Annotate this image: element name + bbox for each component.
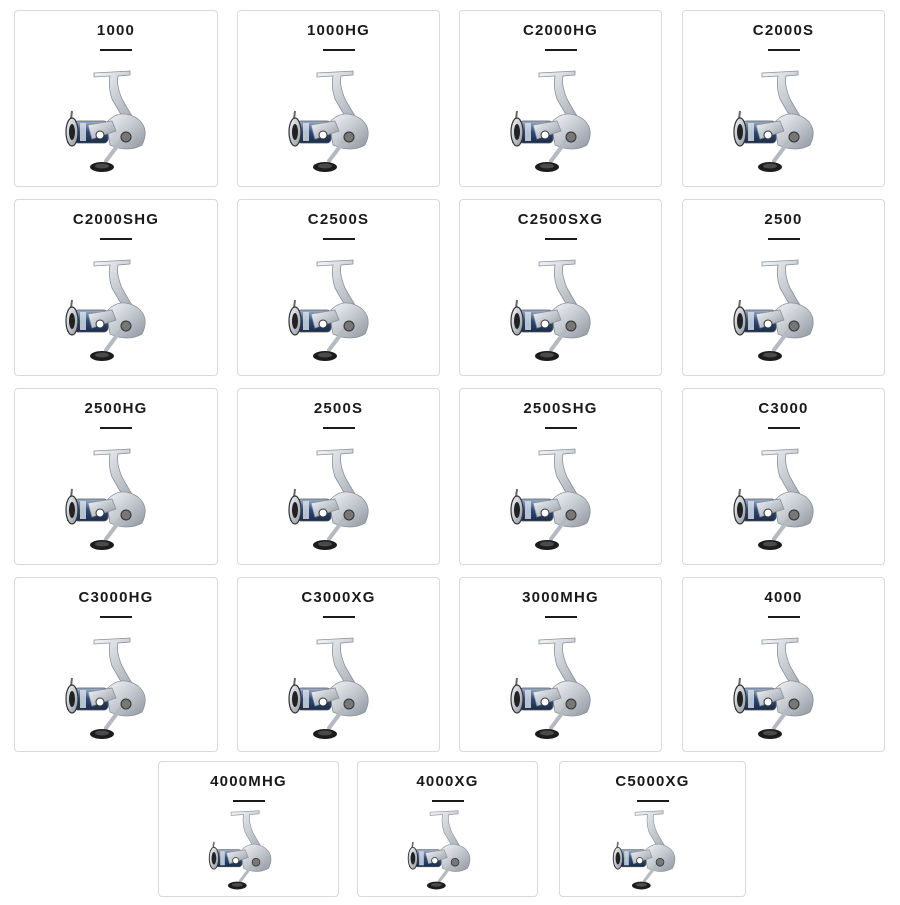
- spinning-reel-icon: [58, 65, 178, 185]
- model-card-2500s[interactable]: 2500S: [237, 388, 440, 565]
- title-underline: [322, 238, 355, 240]
- model-name: C2000S: [752, 22, 815, 39]
- model-card-3000mhg[interactable]: 3000MHG: [459, 577, 662, 752]
- spinning-reel-icon: [281, 254, 401, 374]
- model-card-4000mhg[interactable]: 4000MHG: [158, 761, 339, 897]
- model-name: 1000HG: [306, 22, 371, 39]
- spinning-reel-icon: [503, 254, 623, 374]
- model-name: 4000MHG: [210, 773, 287, 790]
- spinning-reel-icon: [58, 443, 178, 563]
- spinning-reel-icon: [726, 443, 846, 563]
- title-underline: [100, 49, 132, 51]
- title-underline: [232, 800, 265, 802]
- spinning-reel-icon: [503, 632, 623, 752]
- spinning-reel-icon: [58, 632, 178, 752]
- spinning-reel-icon: [281, 65, 401, 185]
- model-card-c3000hg[interactable]: C3000HG: [14, 577, 218, 752]
- model-card-c2500s[interactable]: C2500S: [237, 199, 440, 376]
- model-name: C2500S: [307, 211, 370, 228]
- title-underline: [544, 49, 577, 51]
- spinning-reel-icon: [503, 443, 623, 563]
- model-name: C3000HG: [78, 589, 154, 606]
- model-card-c5000xg[interactable]: C5000XG: [559, 761, 746, 897]
- model-name: 2500HG: [84, 400, 148, 417]
- title-underline: [544, 427, 577, 429]
- title-underline: [767, 49, 800, 51]
- spinning-reel-icon: [402, 806, 496, 900]
- model-name: 2500S: [313, 400, 364, 417]
- model-name: 4000XG: [416, 773, 479, 790]
- model-name: C2000HG: [522, 22, 599, 39]
- spinning-reel-icon: [607, 806, 701, 900]
- title-underline: [322, 427, 355, 429]
- spinning-reel-icon: [503, 65, 623, 185]
- model-card-c2000shg[interactable]: C2000SHG: [14, 199, 218, 376]
- model-name: C2500SXG: [517, 211, 604, 228]
- model-name: 4000: [764, 589, 803, 606]
- title-underline: [322, 616, 355, 618]
- title-underline: [100, 238, 132, 240]
- spinning-reel-icon: [281, 443, 401, 563]
- model-card-c2500sxg[interactable]: C2500SXG: [459, 199, 662, 376]
- spinning-reel-icon: [58, 254, 178, 374]
- title-underline: [100, 427, 132, 429]
- spinning-reel-icon: [281, 632, 401, 752]
- model-card-2500shg[interactable]: 2500SHG: [459, 388, 662, 565]
- model-card-4000xg[interactable]: 4000XG: [357, 761, 538, 897]
- model-name: 3000MHG: [522, 589, 599, 606]
- title-underline: [322, 49, 355, 51]
- title-underline: [767, 427, 800, 429]
- model-card-c2000s[interactable]: C2000S: [682, 10, 885, 187]
- title-underline: [636, 800, 669, 802]
- title-underline: [431, 800, 464, 802]
- model-name: C3000XG: [301, 589, 376, 606]
- model-card-4000[interactable]: 4000: [682, 577, 885, 752]
- title-underline: [544, 616, 577, 618]
- title-underline: [544, 238, 577, 240]
- model-name: 2500SHG: [523, 400, 598, 417]
- model-card-c2000hg[interactable]: C2000HG: [459, 10, 662, 187]
- model-name: C5000XG: [615, 773, 690, 790]
- model-card-c3000[interactable]: C3000: [682, 388, 885, 565]
- spinning-reel-icon: [726, 65, 846, 185]
- model-name: C3000: [758, 400, 809, 417]
- model-card-1000[interactable]: 1000: [14, 10, 218, 187]
- model-name: C2000SHG: [72, 211, 160, 228]
- model-name: 1000: [96, 22, 136, 39]
- model-card-2500hg[interactable]: 2500HG: [14, 388, 218, 565]
- model-name: 2500: [764, 211, 803, 228]
- model-card-1000hg[interactable]: 1000HG: [237, 10, 440, 187]
- spinning-reel-icon: [726, 254, 846, 374]
- spinning-reel-icon: [726, 632, 846, 752]
- model-card-c3000xg[interactable]: C3000XG: [237, 577, 440, 752]
- model-card-2500[interactable]: 2500: [682, 199, 885, 376]
- spinning-reel-icon: [203, 806, 297, 900]
- title-underline: [767, 238, 800, 240]
- title-underline: [100, 616, 132, 618]
- title-underline: [767, 616, 800, 618]
